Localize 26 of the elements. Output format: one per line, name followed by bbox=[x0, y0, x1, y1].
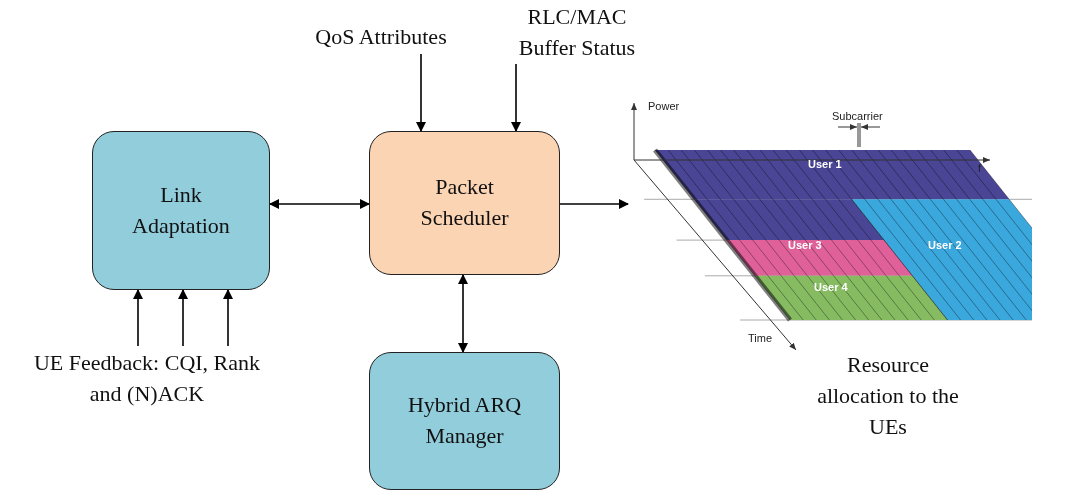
process-box bbox=[369, 352, 560, 490]
arrow bbox=[559, 199, 629, 209]
box-label: Hybrid ARQ Manager bbox=[406, 391, 523, 450]
process-box bbox=[369, 131, 560, 275]
axis-label: Time bbox=[748, 333, 773, 344]
input-label: UE Feedback: CQI, Rank and (N)ACK bbox=[32, 349, 262, 408]
axis-label: Power bbox=[648, 101, 680, 112]
arrow bbox=[511, 63, 521, 132]
arrow bbox=[269, 199, 370, 209]
region-label: User 4 bbox=[814, 282, 848, 293]
axis-label: f bbox=[978, 163, 982, 174]
node-label: Resource allocation to the UEs bbox=[816, 351, 960, 441]
input-label: RLC/MAC Buffer Status bbox=[517, 3, 637, 62]
axis-label: Subcarrier bbox=[832, 111, 883, 122]
arrow bbox=[223, 289, 233, 347]
region-label: User 1 bbox=[808, 159, 842, 170]
box-label: Link Adaptation bbox=[131, 180, 231, 240]
arrow bbox=[416, 53, 426, 132]
region-label: User 2 bbox=[928, 240, 962, 251]
process-box bbox=[92, 131, 270, 290]
arrow bbox=[458, 274, 468, 353]
box-label: Packet Scheduler bbox=[419, 173, 510, 232]
input-label: QoS Attributes bbox=[315, 22, 447, 51]
region-label: User 3 bbox=[788, 240, 822, 251]
arrow bbox=[133, 289, 143, 347]
arrow bbox=[178, 289, 188, 347]
